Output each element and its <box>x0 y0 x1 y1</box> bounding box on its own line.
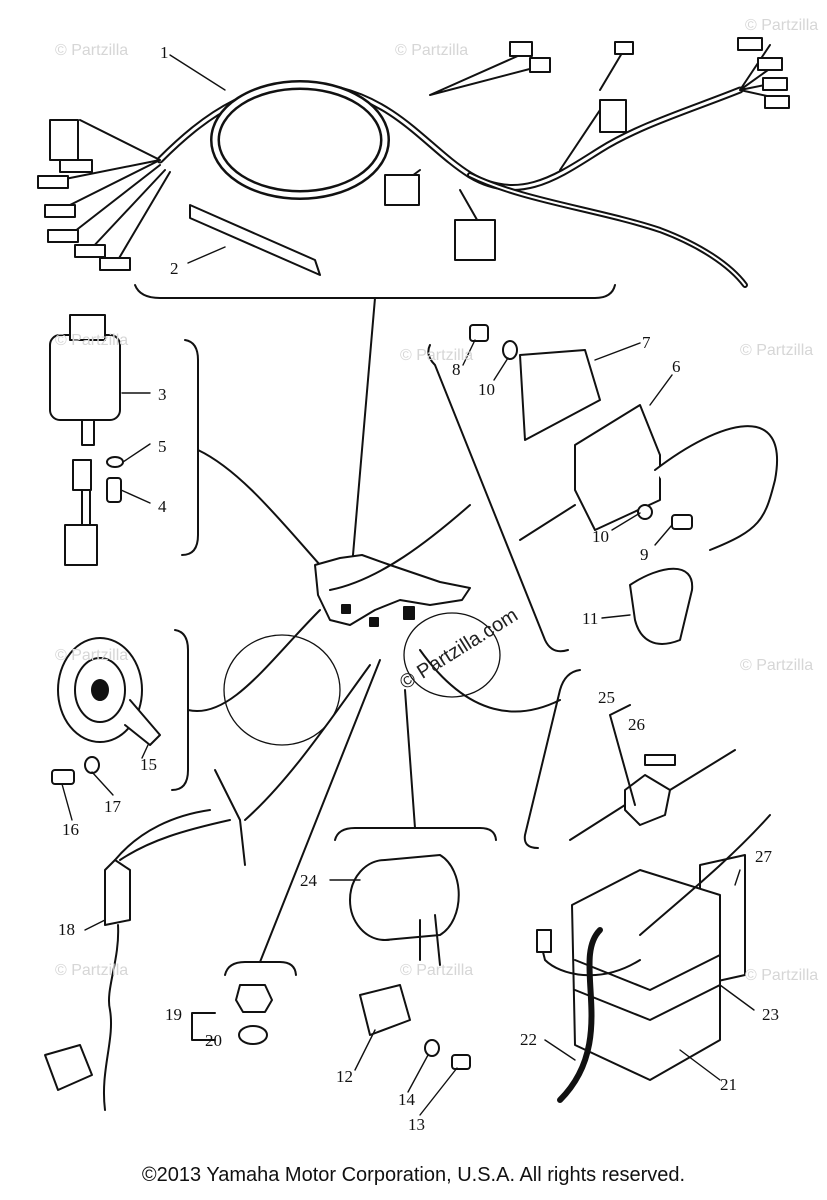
callout-number: 17 <box>104 797 122 816</box>
callout-number: 27 <box>755 847 773 866</box>
washer-part-5 <box>106 456 124 468</box>
callout-number: 14 <box>398 1090 416 1109</box>
group-bracket-left-upper <box>181 339 199 556</box>
watermark: © Partzilla <box>740 657 813 674</box>
spark-plug-cap <box>629 567 694 645</box>
callout-number: 12 <box>336 1067 353 1086</box>
battery <box>536 814 771 1103</box>
group-bracket-right-lower <box>523 669 581 849</box>
washer-part-10 <box>637 504 653 520</box>
callout-number: 11 <box>582 609 598 628</box>
callout-number: 9 <box>640 545 649 564</box>
callout-number: 1 <box>160 43 169 62</box>
callout-number: 26 <box>628 715 645 734</box>
fuse-holder <box>569 749 736 841</box>
watermark: © Partzilla <box>745 967 818 984</box>
group-bracket-right-upper <box>427 344 569 653</box>
watermark: © Partzilla <box>400 962 473 979</box>
watermark: © Partzilla <box>395 42 468 59</box>
relay-part-12 <box>359 984 411 1036</box>
washer-part-14 <box>424 1039 440 1057</box>
flasher-relay <box>349 854 460 966</box>
callout-number: 8 <box>452 360 461 379</box>
bolt-part-9 <box>671 514 693 530</box>
callout-leaders <box>61 54 755 1116</box>
callout-number: 10 <box>478 380 495 399</box>
washer-part-17 <box>84 756 100 774</box>
callout-number: 7 <box>642 333 651 352</box>
callout-number: 21 <box>720 1075 737 1094</box>
callout-number: 20 <box>205 1031 222 1050</box>
callout-labels: 1 2 3 4 5 6 7 8 9 10 10 11 12 13 14 15 1… <box>58 43 779 1134</box>
callout-number: 23 <box>762 1005 779 1024</box>
watermark: © Partzilla <box>745 17 818 34</box>
callout-number: 18 <box>58 920 75 939</box>
watermark: © Partzilla <box>55 647 128 664</box>
callout-number: 19 <box>165 1005 182 1024</box>
watermark: © Partzilla <box>740 342 813 359</box>
screw-part-4 <box>106 477 122 503</box>
group-bracket-24 <box>334 827 497 841</box>
callout-number: 3 <box>158 385 167 404</box>
horn <box>57 637 161 746</box>
copyright-notice: ©2013 Yamaha Motor Corporation, U.S.A. A… <box>141 1164 686 1186</box>
watermark: © Partzilla <box>55 962 128 979</box>
bolt-part-16 <box>51 769 75 785</box>
connector-block <box>37 37 790 271</box>
callout-number: 24 <box>300 871 318 890</box>
callout-number: 6 <box>672 357 681 376</box>
main-switch <box>49 314 121 566</box>
callout-number: 15 <box>140 755 157 774</box>
group-bracket-19-20 <box>224 961 297 976</box>
washer-part-10 <box>502 340 518 360</box>
callout-number: 13 <box>408 1115 425 1134</box>
screw-part-13 <box>451 1054 471 1070</box>
callout-number: 5 <box>158 437 167 456</box>
callout-number: 22 <box>520 1030 537 1049</box>
motorcycle-frame <box>223 504 501 746</box>
wire-harness <box>59 44 786 288</box>
callout-number: 25 <box>598 688 615 707</box>
watermark: © Partzilla <box>400 347 473 364</box>
group-bracket-top <box>134 284 616 299</box>
group-bracket-left-middle <box>171 629 189 791</box>
callout-number: 10 <box>592 527 609 546</box>
wire-band <box>189 204 321 276</box>
fuse-holder-part-19 <box>235 984 273 1013</box>
callout-number: 16 <box>62 820 79 839</box>
neutral-switch-lead <box>44 809 231 1111</box>
nut-part-20 <box>238 1025 268 1045</box>
ignition-coil <box>519 349 778 551</box>
callout-number: 2 <box>170 259 179 278</box>
watermark: © Partzilla <box>55 332 128 349</box>
callout-number: 4 <box>158 497 167 516</box>
watermark: © Partzilla <box>55 42 128 59</box>
bolt-part-8 <box>469 324 489 342</box>
group-bracket-lead <box>214 769 246 866</box>
